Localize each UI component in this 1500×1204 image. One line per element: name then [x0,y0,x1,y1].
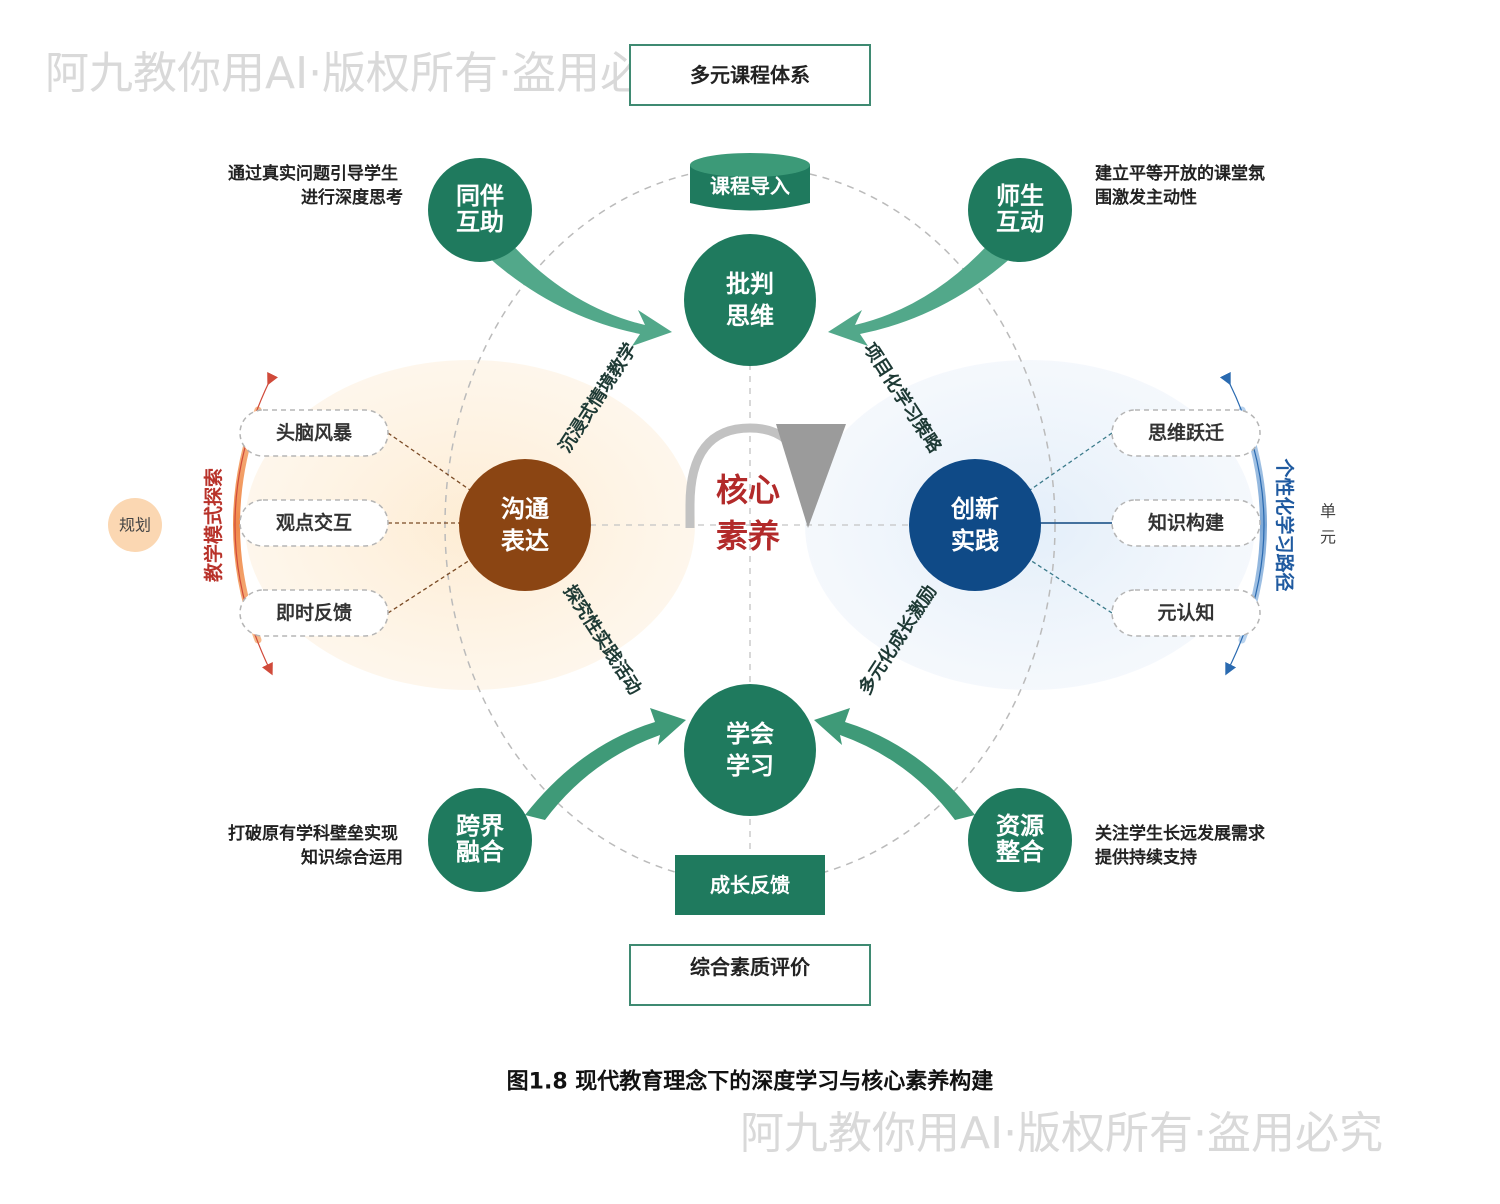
left-plan-label: 规划 [119,516,151,535]
node-communication-line1: 沟通 [501,495,549,523]
right-pill-3-label: 元认知 [1157,601,1214,624]
node-learning-line2: 学习 [726,752,774,780]
left-pill-2-label: 观点交互 [276,511,352,534]
node-peer-help-line2: 互助 [456,208,504,236]
top-box-label: 多元课程体系 [690,63,810,87]
node-critical-thinking-line2: 思维 [726,302,774,330]
connector-left-1 [387,432,471,491]
right-pill-2: 知识构建 [1111,499,1261,547]
tag-course-intro: 课程导入 [690,153,810,211]
desc-br-line2: 提供持续支持 [1095,847,1197,868]
node-critical-thinking-line1: 批判 [726,270,774,298]
right-pill-1: 思维跃迁 [1111,409,1261,457]
arrow-tl-to-top [470,225,672,346]
node-peer-help: 同伴 互助 [428,158,532,262]
bottom-box [629,944,871,1006]
connector-right-3 [1029,559,1113,614]
desc-br-line1: 关注学生长远发展需求 [1095,823,1265,844]
tag-course-intro-label: 课程导入 [710,174,790,198]
node-innovation: 创新 实践 [909,459,1041,591]
right-side-label-1: 单 [1320,502,1336,521]
node-teacher-student: 师生 互动 [968,158,1072,262]
desc-tl-line2: 进行深度思考 [301,187,403,208]
desc-tr-line1: 建立平等开放的课堂氛 [1095,163,1265,184]
node-peer-help-line1: 同伴 [456,182,504,210]
tag-growth-feedback: 成长反馈 [675,855,825,915]
node-teacher-student-line1: 师生 [996,182,1044,210]
right-pill-3: 元认知 [1111,589,1261,637]
tag-growth-feedback-label: 成长反馈 [710,873,790,897]
connector-left-3 [387,559,471,614]
node-cross-boundary-line2: 融合 [456,838,505,866]
figure-caption: 图1.8 现代教育理念下的深度学习与核心素养构建 [507,1069,994,1095]
desc-bl-line1: 打破原有学科壁垒实现 [228,823,398,844]
desc-bl-line2: 知识综合运用 [300,847,403,868]
watermark-bottom: 阿九教你用AI·版权所有·盗用必究 [740,1108,1383,1159]
node-learning-to-learn: 学会 学习 [684,684,816,816]
desc-tr-line2: 围激发主动性 [1095,187,1197,208]
node-cross-boundary-line1: 跨界 [456,812,504,840]
node-learning-line1: 学会 [726,720,774,748]
right-arc-label: 个性化学习路径 [1273,457,1296,591]
top-box [629,44,871,106]
desc-tl-line1: 通过真实问题引导学生 [228,163,398,184]
left-arc-label: 教学模式探索 [202,468,225,582]
left-pill-2: 观点交互 [239,499,389,547]
core-label-2: 素养 [716,517,780,555]
node-resource-line1: 资源 [996,812,1044,840]
left-pill-3: 即时反馈 [239,589,389,637]
left-plan-circle [108,498,162,552]
bottom-box-label: 综合素质评价 [690,955,811,979]
node-communication-line2: 表达 [501,527,549,555]
right-pill-1-label: 思维跃迁 [1148,421,1224,444]
core-funnel-icon [776,424,846,528]
node-resource-integration: 资源 整合 [968,788,1072,892]
node-cross-boundary: 跨界 融合 [428,788,532,892]
core-label-1: 核心 [716,471,780,509]
arrow-tr-to-top [828,225,1030,346]
left-pill-1: 头脑风暴 [239,409,389,457]
node-innovation-line1: 创新 [950,495,999,523]
node-teacher-student-line2: 互动 [996,208,1044,236]
arrow-bl-to-bottom [525,708,686,820]
right-side-label-2: 元 [1320,528,1336,547]
arrow-br-to-bottom [814,708,975,820]
node-communication: 沟通 表达 [459,459,591,591]
node-innovation-line2: 实践 [951,527,999,555]
left-pill-1-label: 头脑风暴 [276,421,353,444]
connector-right-1 [1029,432,1113,491]
node-resource-line2: 整合 [996,838,1045,866]
right-pill-2-label: 知识构建 [1148,511,1224,534]
watermark-top: 阿九教你用AI·版权所有·盗用必究 [45,48,688,99]
left-pill-3-label: 即时反馈 [276,601,352,624]
node-critical-thinking: 批判 思维 [684,234,816,366]
